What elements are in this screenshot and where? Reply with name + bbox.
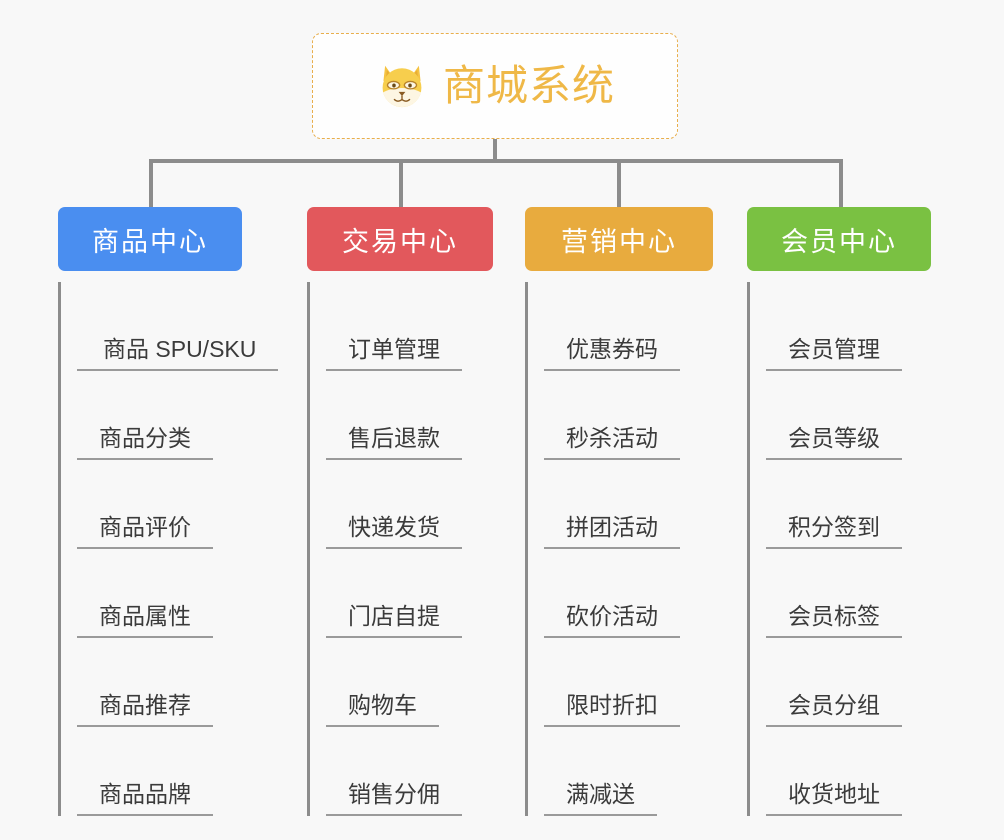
leaf-label: 优惠券码	[544, 336, 680, 371]
list-item[interactable]: 会员分组	[766, 638, 966, 727]
leaf-label: 快递发货	[326, 514, 462, 549]
list-item[interactable]: 限时折扣	[544, 638, 744, 727]
list-item[interactable]: 商品品牌	[77, 727, 309, 816]
branch-product-center: 商品中心 商品 SPU/SKU 商品分类 商品评价 商品属性 商品推荐 商品品牌	[58, 207, 309, 816]
leaf-label: 收货地址	[766, 781, 902, 816]
leaf-label: 购物车	[326, 692, 439, 727]
list-item[interactable]: 满减送	[544, 727, 744, 816]
branch-header-product-center[interactable]: 商品中心	[58, 207, 242, 271]
leaf-label: 售后退款	[326, 425, 462, 460]
leaf-label: 会员标签	[766, 603, 902, 638]
leaf-label: 商品 SPU/SKU	[77, 336, 279, 371]
leaf-list-trade-center: 订单管理 售后退款 快递发货 门店自提 购物车 销售分佣	[307, 282, 526, 816]
connector-drop-product-center	[149, 159, 153, 207]
branch-member-center: 会员中心 会员管理 会员等级 积分签到 会员标签 会员分组 收货地址	[747, 207, 966, 816]
list-item[interactable]: 商品分类	[77, 371, 309, 460]
list-item[interactable]: 门店自提	[326, 549, 526, 638]
leaf-label: 商品品牌	[77, 781, 213, 816]
shiba-dog-face-icon	[382, 65, 422, 109]
leaf-label: 门店自提	[326, 603, 462, 638]
connector-drop-member-center	[839, 159, 843, 207]
list-item[interactable]: 购物车	[326, 638, 526, 727]
branch-trade-center: 交易中心 订单管理 售后退款 快递发货 门店自提 购物车 销售分佣	[307, 207, 526, 816]
leaf-label: 商品属性	[77, 603, 213, 638]
list-item[interactable]: 商品 SPU/SKU	[77, 282, 309, 371]
connector-horizontal-bus	[149, 159, 843, 163]
list-item[interactable]: 销售分佣	[326, 727, 526, 816]
leaf-label: 会员等级	[766, 425, 902, 460]
list-item[interactable]: 砍价活动	[544, 549, 744, 638]
list-item[interactable]: 会员管理	[766, 282, 966, 371]
leaf-label: 积分签到	[766, 514, 902, 549]
connector-drop-trade-center	[399, 159, 403, 207]
leaf-list-product-center: 商品 SPU/SKU 商品分类 商品评价 商品属性 商品推荐 商品品牌	[58, 282, 309, 816]
list-item[interactable]: 收货地址	[766, 727, 966, 816]
root-node-商城系统[interactable]: 商城系统	[312, 33, 678, 139]
list-item[interactable]: 积分签到	[766, 460, 966, 549]
root-title: 商城系统	[442, 62, 615, 109]
branch-header-member-center[interactable]: 会员中心	[747, 207, 931, 271]
leaf-list-member-center: 会员管理 会员等级 积分签到 会员标签 会员分组 收货地址	[747, 282, 966, 816]
leaf-list-marketing-center: 优惠券码 秒杀活动 拼团活动 砍价活动 限时折扣 满减送	[525, 282, 744, 816]
list-item[interactable]: 会员等级	[766, 371, 966, 460]
leaf-label: 订单管理	[326, 336, 462, 371]
list-item[interactable]: 售后退款	[326, 371, 526, 460]
list-item[interactable]: 会员标签	[766, 549, 966, 638]
list-item[interactable]: 商品评价	[77, 460, 309, 549]
list-item[interactable]: 优惠券码	[544, 282, 744, 371]
leaf-label: 销售分佣	[326, 781, 462, 816]
leaf-label: 满减送	[544, 781, 657, 816]
branch-header-marketing-center[interactable]: 营销中心	[525, 207, 713, 271]
list-item[interactable]: 订单管理	[326, 282, 526, 371]
leaf-label: 秒杀活动	[544, 425, 680, 460]
connector-drop-marketing-center	[617, 159, 621, 207]
leaf-label: 拼团活动	[544, 514, 680, 549]
list-item[interactable]: 拼团活动	[544, 460, 744, 549]
branch-header-trade-center[interactable]: 交易中心	[307, 207, 493, 271]
list-item[interactable]: 快递发货	[326, 460, 526, 549]
connector-root-stem	[493, 139, 497, 163]
leaf-label: 限时折扣	[544, 692, 680, 727]
list-item[interactable]: 秒杀活动	[544, 371, 744, 460]
list-item[interactable]: 商品推荐	[77, 638, 309, 727]
leaf-label: 会员分组	[766, 692, 902, 727]
leaf-label: 商品分类	[77, 425, 213, 460]
leaf-label: 会员管理	[766, 336, 902, 371]
leaf-label: 商品推荐	[77, 692, 213, 727]
leaf-label: 砍价活动	[544, 603, 680, 638]
leaf-label: 商品评价	[77, 514, 213, 549]
branch-marketing-center: 营销中心 优惠券码 秒杀活动 拼团活动 砍价活动 限时折扣 满减送	[525, 207, 744, 816]
list-item[interactable]: 商品属性	[77, 549, 309, 638]
